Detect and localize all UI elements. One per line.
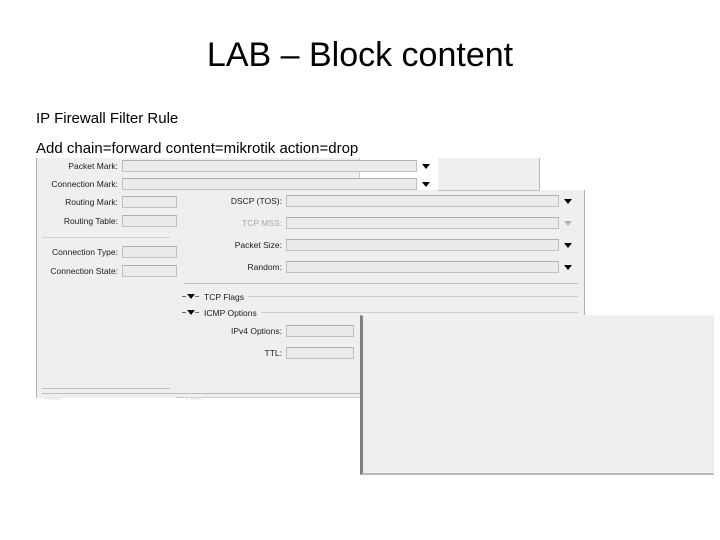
cutoff-button-text-right[interactable]: Help: [186, 397, 203, 400]
chevron-down-icon: [564, 220, 572, 226]
field-row-tcp-mss: TCP MSS:: [212, 216, 572, 230]
field-label-connection-mark: Connection Mark:: [51, 179, 118, 189]
field-input-random[interactable]: [286, 261, 559, 273]
field-input-routing-table[interactable]: [122, 215, 177, 227]
field-label-packet-mark: Packet Mark:: [68, 161, 118, 171]
section-dash: [182, 312, 186, 313]
field-label-routing-mark: Routing Mark:: [65, 197, 118, 207]
triangle-down-icon[interactable]: [187, 294, 195, 299]
group-divider: [42, 237, 170, 238]
field-input-routing-mark[interactable]: [122, 196, 177, 208]
section-rule: [248, 296, 578, 297]
lab-subtitle: IP Firewall Filter Rule: [36, 110, 179, 127]
page-title: LAB – Block content: [206, 36, 514, 74]
field-row-ttl[interactable]: TTL:: [212, 346, 354, 360]
section-dash: [182, 296, 186, 297]
section-label-tcp-flags: TCP Flags: [204, 291, 244, 302]
section-label-icmp-options: ICMP Options: [204, 307, 257, 318]
field-input-packet-size[interactable]: [286, 239, 559, 251]
field-input-packet-mark[interactable]: [122, 160, 417, 172]
field-label-connection-state: Connection State:: [50, 266, 118, 276]
chevron-down-icon[interactable]: [564, 242, 572, 248]
blank-overlay-window[interactable]: [360, 315, 714, 475]
field-input-tcp-mss: [286, 217, 559, 229]
field-row-packet-size[interactable]: Packet Size:: [212, 238, 572, 252]
field-input-connection-state[interactable]: [122, 265, 177, 277]
field-row-connection-state[interactable]: Connection State:: [42, 264, 177, 278]
section-tcp-flags[interactable]: TCP Flags: [182, 291, 578, 302]
field-row-routing-table[interactable]: Routing Table:: [42, 214, 177, 228]
field-row-routing-mark[interactable]: Routing Mark:: [42, 195, 177, 209]
section-rule: [260, 312, 578, 313]
group-divider: [184, 283, 578, 284]
chevron-down-icon[interactable]: [422, 181, 430, 187]
lab-command-text: Add chain=forward content=mikrotik actio…: [36, 140, 359, 157]
field-input-connection-type[interactable]: [122, 246, 177, 258]
field-label-ipv4-options: IPv4 Options:: [230, 326, 282, 336]
field-label-routing-table: Routing Table:: [63, 216, 118, 226]
bottom-divider-left: [42, 388, 170, 389]
field-label-ttl: TTL:: [264, 348, 282, 358]
field-label-random: Random:: [247, 262, 283, 272]
bottom-divider-full: [42, 393, 578, 394]
field-row-ipv4-options[interactable]: IPv4 Options:: [212, 324, 354, 338]
field-input-ttl[interactable]: [286, 347, 354, 359]
field-input-ipv4-options[interactable]: [286, 325, 354, 337]
field-row-connection-mark[interactable]: Connection Mark:: [42, 177, 430, 191]
field-input-connection-mark[interactable]: [122, 178, 417, 190]
field-row-packet-mark[interactable]: Packet Mark:: [42, 159, 430, 173]
field-input-dscp[interactable]: [286, 195, 559, 207]
section-dash: [195, 296, 199, 297]
screenshot-montage: Packet Mark: Connection Mark: Routing Ma…: [0, 150, 720, 490]
field-label-dscp: DSCP (TOS):: [230, 196, 282, 206]
cutoff-button-text-left[interactable]: Help: [44, 397, 61, 400]
firewall-dialog-top-pane: [438, 158, 540, 191]
field-row-random[interactable]: Random:: [212, 260, 572, 274]
field-row-dscp[interactable]: DSCP (TOS):: [212, 194, 572, 208]
section-icmp-options[interactable]: ICMP Options: [182, 307, 578, 318]
chevron-down-icon[interactable]: [564, 198, 572, 204]
chevron-down-icon[interactable]: [422, 163, 430, 169]
field-label-packet-size: Packet Size:: [234, 240, 282, 250]
field-label-connection-type: Connection Type:: [52, 247, 118, 257]
triangle-down-icon[interactable]: [187, 310, 195, 315]
chevron-down-icon[interactable]: [564, 264, 572, 270]
field-row-connection-type[interactable]: Connection Type:: [42, 245, 177, 259]
field-label-tcp-mss: TCP MSS:: [242, 218, 282, 228]
section-dash: [195, 312, 199, 313]
